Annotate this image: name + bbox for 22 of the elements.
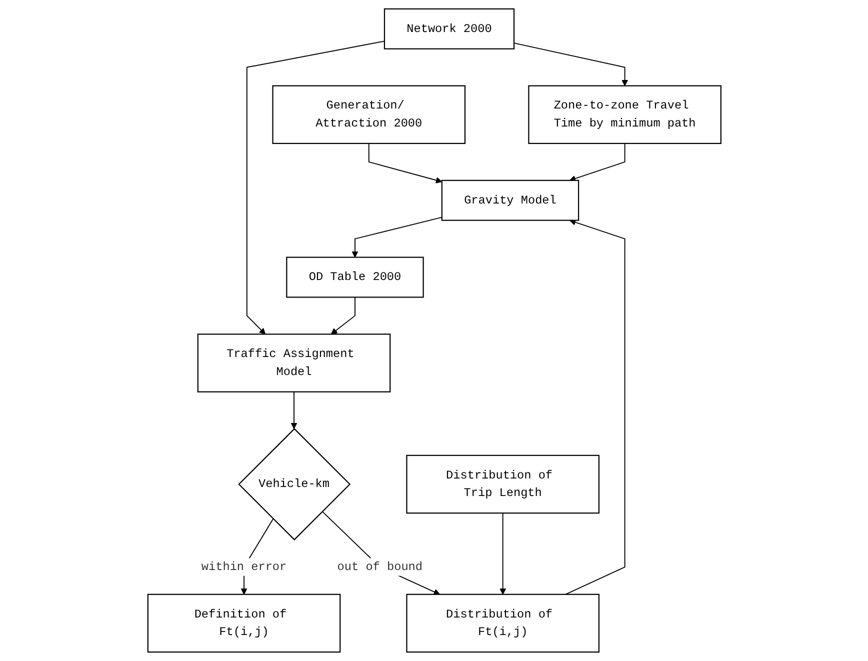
- node-box: Definition of Ft(i,j): [146, 594, 340, 653]
- node-box: Distribution of Ft(i,j): [406, 594, 600, 653]
- arrow: [246, 40, 385, 334]
- arrow: [569, 143, 625, 182]
- arrow: [499, 512, 506, 595]
- edge-label: within error: [201, 560, 286, 574]
- node-box: Network 2000: [384, 8, 514, 50]
- arrow: [330, 296, 356, 334]
- node-diamond: Vehicle-km: [238, 428, 350, 540]
- arrow: [564, 219, 625, 595]
- node-box: Zone-to-zone Travel Time by minimum path: [528, 85, 722, 144]
- node-box: Generation/ Attraction 2000: [272, 85, 466, 144]
- arrow: [321, 511, 440, 595]
- node-box: OD Table 2000: [286, 256, 424, 298]
- arrow: [513, 42, 628, 86]
- arrow: [368, 143, 442, 184]
- node-box: Traffic Assignment Model: [196, 334, 390, 392]
- node-box: Gravity Model: [440, 180, 579, 221]
- node-box: Distribution of Trip Length: [406, 454, 600, 514]
- edge-label: out of bound: [336, 560, 422, 574]
- arrow: [351, 216, 442, 258]
- arrow: [290, 391, 297, 430]
